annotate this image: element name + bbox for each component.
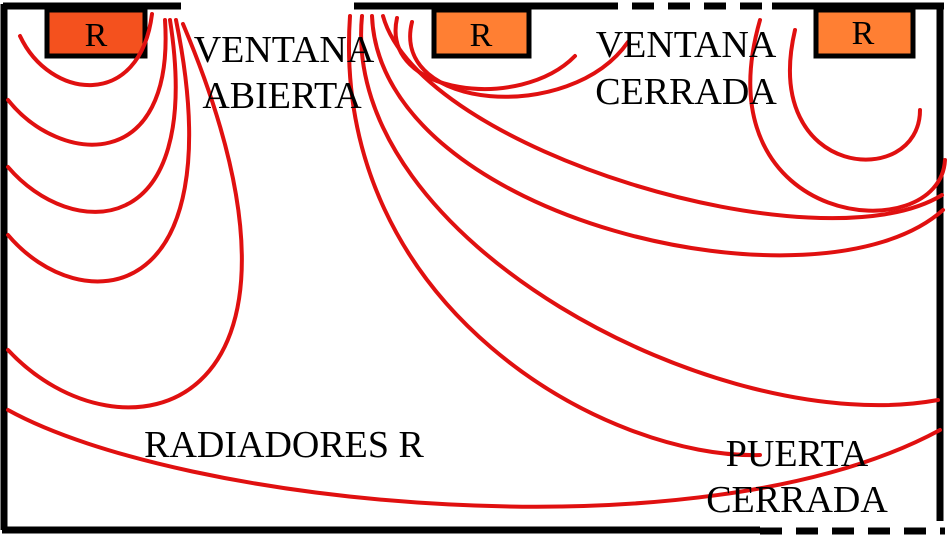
- closed-door-label-line1: PUERTA: [726, 433, 869, 475]
- radiator-left: R: [44, 7, 148, 59]
- airflow-curve: [359, 14, 940, 408]
- text-labels: VENTANA ABIERTA VENTANA CERRADA RADIADOR…: [144, 24, 888, 521]
- airflow-curve: [748, 18, 947, 213]
- closed-window-label-line1: VENTANA: [596, 24, 777, 66]
- radiator-left-box: [44, 7, 148, 59]
- open-window-label-line2: ABIERTA: [202, 75, 362, 117]
- airflow-curve: [6, 408, 942, 509]
- airflow-curve: [18, 12, 154, 88]
- radiator-middle: R: [431, 7, 532, 59]
- airflow-curves: [6, 12, 947, 509]
- airflow-curve: [787, 28, 922, 162]
- airflow-curve: [381, 14, 944, 221]
- radiator-middle-label: R: [470, 17, 493, 54]
- airflow-curve: [6, 18, 192, 284]
- radiator-middle-box: [431, 7, 532, 59]
- airflow-curve: [370, 14, 945, 258]
- radiator-right-box: [813, 7, 916, 59]
- airflow-curve: [6, 18, 178, 214]
- airflow-curve: [6, 18, 168, 147]
- radiators-label: RADIADORES R: [144, 424, 424, 466]
- radiator-right-label: R: [852, 15, 875, 52]
- radiator-right: R: [813, 7, 916, 59]
- airflow-curve: [346, 14, 762, 458]
- open-window-label-line1: VENTANA: [194, 29, 375, 71]
- closed-window-label-line2: CERRADA: [595, 71, 777, 113]
- closed-door-label-line2: CERRADA: [706, 479, 888, 521]
- radiator-left-label: R: [85, 17, 108, 54]
- airflow-curve: [408, 20, 630, 99]
- airflow-curve: [6, 22, 244, 410]
